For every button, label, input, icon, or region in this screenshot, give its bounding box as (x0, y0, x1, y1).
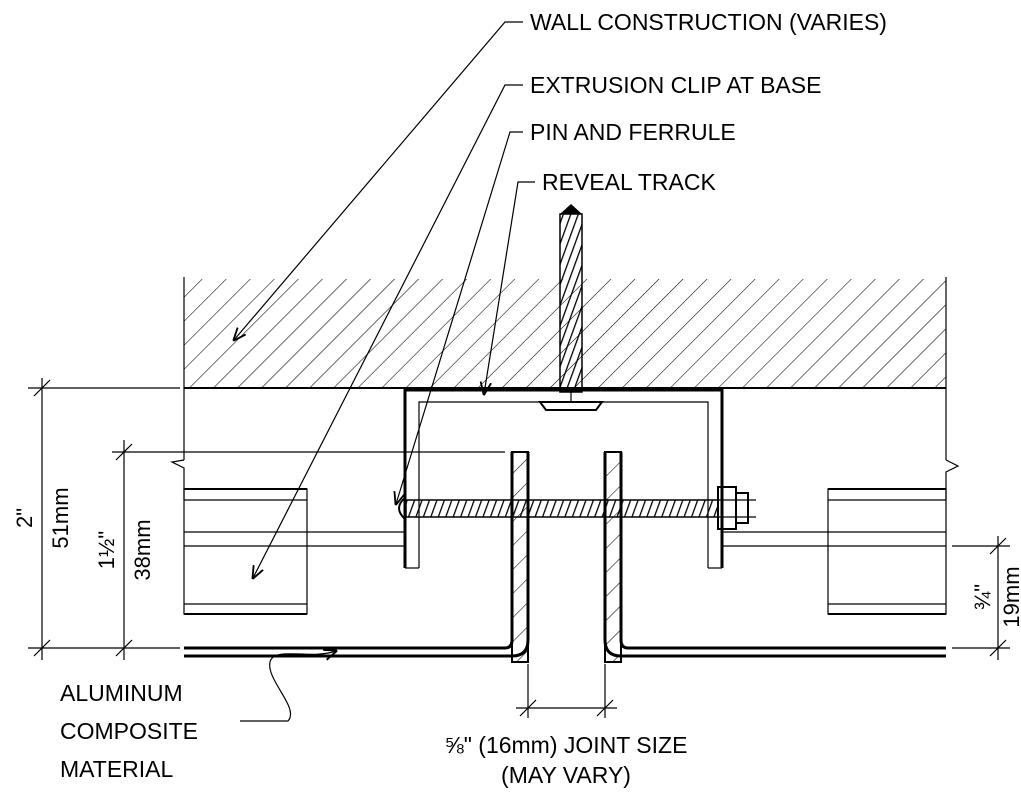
dimension-joint (516, 664, 617, 718)
leader-wall (234, 21, 523, 340)
label-acm-line3: MATERIAL (60, 756, 174, 782)
extrusion-clip-left (183, 488, 405, 615)
label-acm-line1: ALUMINUM (60, 680, 183, 706)
dim-small-mm: 19mm (999, 566, 1021, 627)
dim-small-in: ¾" (970, 584, 995, 610)
label-pin-and-ferrule: PIN AND FERRULE (530, 119, 736, 145)
label-joint-size: ⅝" (16mm) JOINT SIZE (445, 732, 688, 758)
break-marks (170, 459, 960, 500)
extrusion-clip-right (722, 488, 947, 615)
acm-panel-left (184, 451, 530, 663)
anchor-screw (538, 204, 604, 411)
dim-overall-in: 2" (12, 508, 37, 528)
pin-and-ferrule (398, 486, 756, 530)
dim-middle-in: 1½" (94, 531, 119, 569)
label-extrusion-clip: EXTRUSION CLIP AT BASE (530, 72, 821, 98)
leader-pin (396, 131, 523, 504)
dim-overall-mm: 51mm (48, 487, 73, 548)
label-joint-may-vary: (MAY VARY) (501, 762, 631, 788)
dimension-middle (112, 440, 505, 660)
leader-acm (240, 651, 336, 722)
leader-clip (253, 84, 523, 578)
label-acm-line2: COMPOSITE (60, 718, 198, 744)
label-reveal-track: REVEAL TRACK (542, 169, 716, 195)
reveal-track (403, 388, 724, 569)
dim-middle-mm: 38mm (130, 519, 155, 580)
acm-panel-right (603, 451, 946, 663)
dimension-small (952, 536, 1010, 660)
leader-track (484, 181, 535, 394)
label-wall-construction: WALL CONSTRUCTION (VARIES) (530, 9, 887, 35)
dimension-overall (28, 378, 180, 660)
